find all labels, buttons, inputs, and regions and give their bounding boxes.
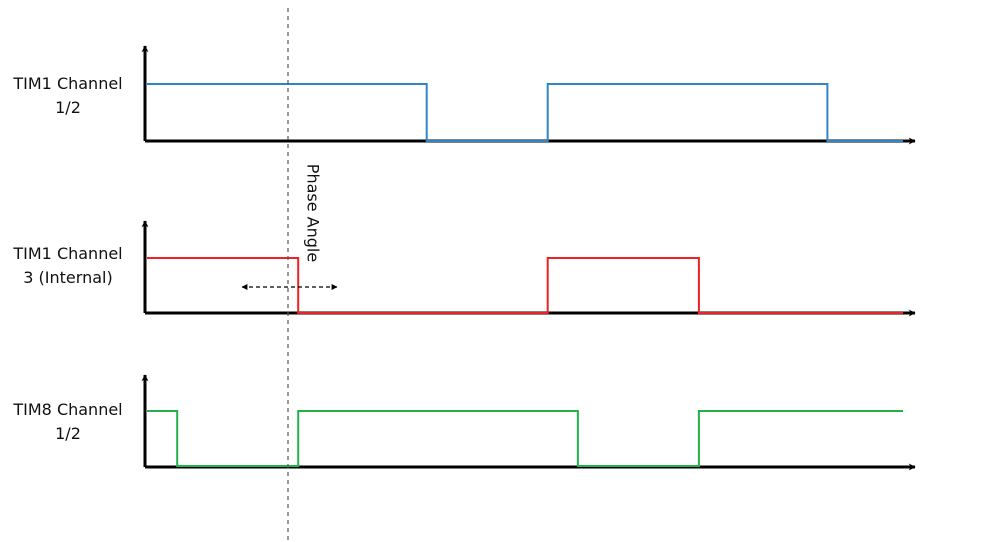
channel-label-line1: TIM8 Channel [13,400,123,419]
phase-angle-label: Phase Angle [303,163,323,263]
channel-label-tim1-ch3: TIM1 Channel 3 (Internal) [0,242,138,290]
axes-ch3 [141,374,916,471]
channel-label-line1: TIM1 Channel [13,74,123,93]
waveform-tim1-ch3-internal [147,257,903,314]
channel-label-tim8-ch12: TIM8 Channel 1/2 [0,398,138,446]
channel-label-line2: 3 (Internal) [23,268,113,287]
axes-ch1 [141,45,916,145]
channel-label-line1: TIM1 Channel [13,244,123,263]
waveform-tim8-ch12 [147,410,903,467]
waveform-tim1-ch12 [147,83,903,142]
axes-ch2 [141,220,916,317]
channel-label-line2: 1/2 [55,98,81,117]
channel-label-tim1-ch12: TIM1 Channel 1/2 [0,72,138,120]
channel-label-line2: 1/2 [55,424,81,443]
